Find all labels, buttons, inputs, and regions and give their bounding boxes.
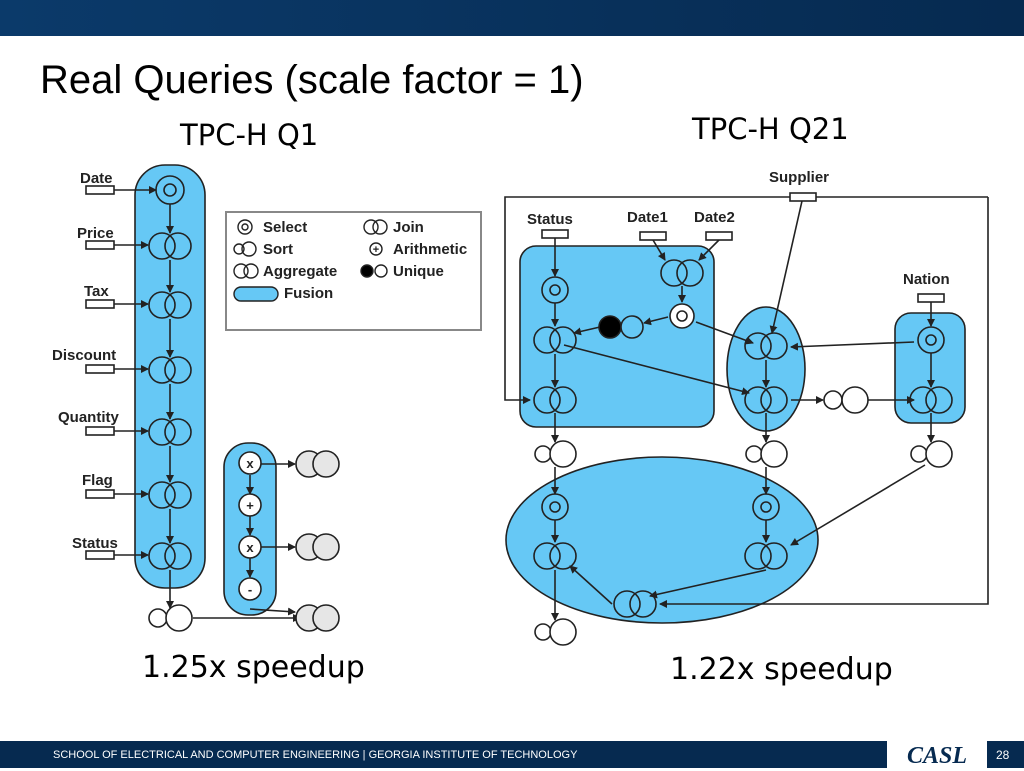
legend-fusion: Fusion [284, 285, 333, 302]
q21-fusion-block [894, 312, 966, 424]
legend-sort: Sort [263, 241, 293, 258]
footer-bar: SCHOOL OF ELECTRICAL AND COMPUTER ENGINE… [0, 741, 1024, 769]
q1-input-tax: Tax [84, 283, 109, 300]
q21-input-status: Status [527, 211, 573, 228]
q1-input-box [85, 240, 115, 250]
q1-input-quantity: Quantity [58, 409, 119, 426]
footer-text: SCHOOL OF ELECTRICAL AND COMPUTER ENGINE… [53, 749, 578, 761]
q21-input-nation: Nation [903, 271, 950, 288]
q1-input-box [85, 489, 115, 499]
q1-diagram [85, 164, 340, 632]
q1-input-date: Date [80, 170, 113, 187]
op-multiply: x [246, 540, 254, 555]
q21-input-date1: Date1 [627, 209, 668, 226]
op-multiply: x [246, 456, 254, 471]
q1-subtitle: TPC-H Q1 [180, 118, 319, 152]
legend-select: Select [263, 219, 307, 236]
q1-input-discount: Discount [52, 347, 116, 364]
legend [225, 211, 482, 331]
q1-input-box [85, 185, 115, 195]
svg-text:+: + [373, 244, 379, 256]
query-diagrams: Date Price Tax Discount Quantity Flag St… [52, 164, 989, 646]
slide-title: Real Queries (scale factor = 1) [40, 58, 584, 102]
legend-aggregate: Aggregate [263, 263, 337, 280]
q21-speedup: 1.22x speedup [670, 652, 893, 687]
q21-input-date2: Date2 [694, 209, 735, 226]
q21-diagram [504, 192, 989, 646]
casl-logo: CASL [887, 741, 987, 769]
legend-unique: Unique [393, 263, 444, 280]
q21-fusion-block [505, 456, 819, 624]
op-subtract: - [248, 582, 252, 597]
legend-join: Join [393, 219, 424, 236]
q1-input-flag: Flag [82, 472, 113, 489]
q21-fusion-block [519, 245, 715, 428]
q21-subtitle: TPC-H Q21 [692, 112, 849, 146]
op-add: + [246, 498, 254, 513]
q1-input-box [85, 364, 115, 374]
q1-speedup: 1.25x speedup [142, 650, 365, 685]
q1-input-box [85, 299, 115, 309]
q1-input-status: Status [72, 535, 118, 552]
page-number: 28 [996, 748, 1010, 762]
q1-input-box [85, 426, 115, 436]
legend-arithmetic: Arithmetic [393, 241, 467, 258]
q1-input-price: Price [77, 225, 114, 242]
q21-input-supplier: Supplier [769, 169, 829, 186]
q1-input-box [85, 550, 115, 560]
top-banner [0, 0, 1024, 36]
